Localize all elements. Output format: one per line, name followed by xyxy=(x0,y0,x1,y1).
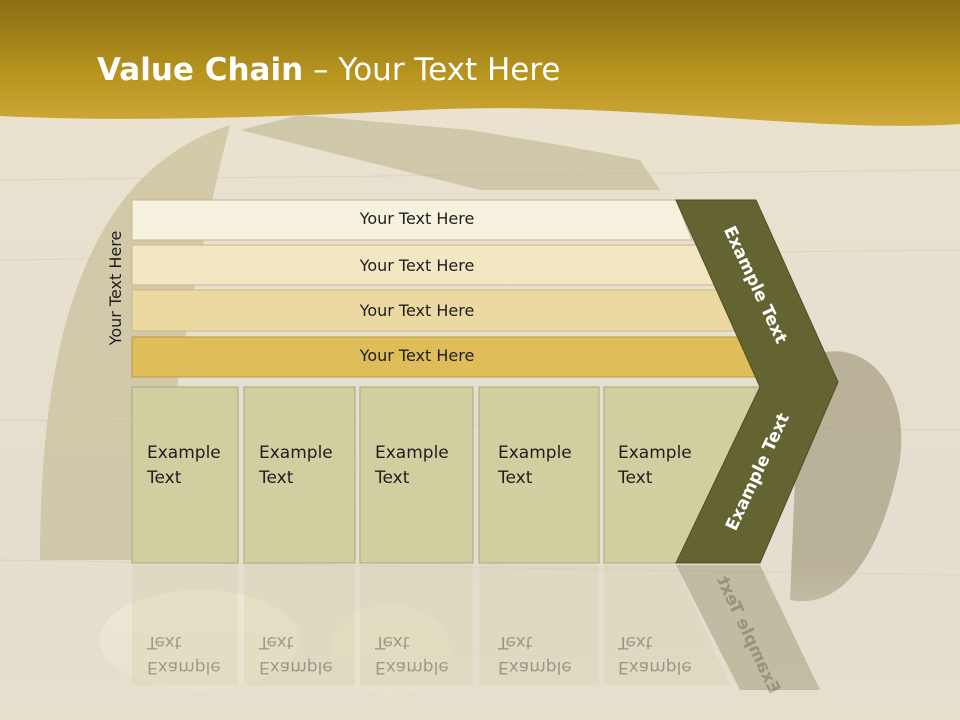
column-box-4 xyxy=(478,386,600,564)
column-text-reflection-5: Example Text xyxy=(618,632,692,677)
column-text-reflection-4: Example Text xyxy=(498,632,572,677)
column-text-5: Example Text xyxy=(618,443,692,488)
chevron-shape xyxy=(675,199,839,564)
column-text-3: Example Text xyxy=(375,443,449,488)
column-text-4: Example Text xyxy=(498,443,572,488)
row-label-2: Your Text Here xyxy=(359,256,475,275)
column-text-reflection-1: Example Text xyxy=(147,632,221,677)
column-text-1: Example Text xyxy=(147,443,221,488)
row-bar-1 xyxy=(131,199,693,241)
row-label-1: Your Text Here xyxy=(359,209,475,228)
column-box-2 xyxy=(243,386,356,564)
column-text-reflection-2: Example Text xyxy=(259,632,333,677)
column-text-2: Example Text xyxy=(259,443,333,488)
column-text-reflection-3: Example Text xyxy=(375,632,449,677)
title-bold: Value Chain xyxy=(97,52,304,88)
column-box-3 xyxy=(359,386,474,564)
title-rest: – Your Text Here xyxy=(303,52,561,88)
slide-title: Value Chain – Your Text Here xyxy=(97,52,560,88)
row-label-3: Your Text Here xyxy=(359,301,475,320)
column-box-1 xyxy=(131,386,239,564)
row-label-4: Your Text Here xyxy=(359,346,475,365)
